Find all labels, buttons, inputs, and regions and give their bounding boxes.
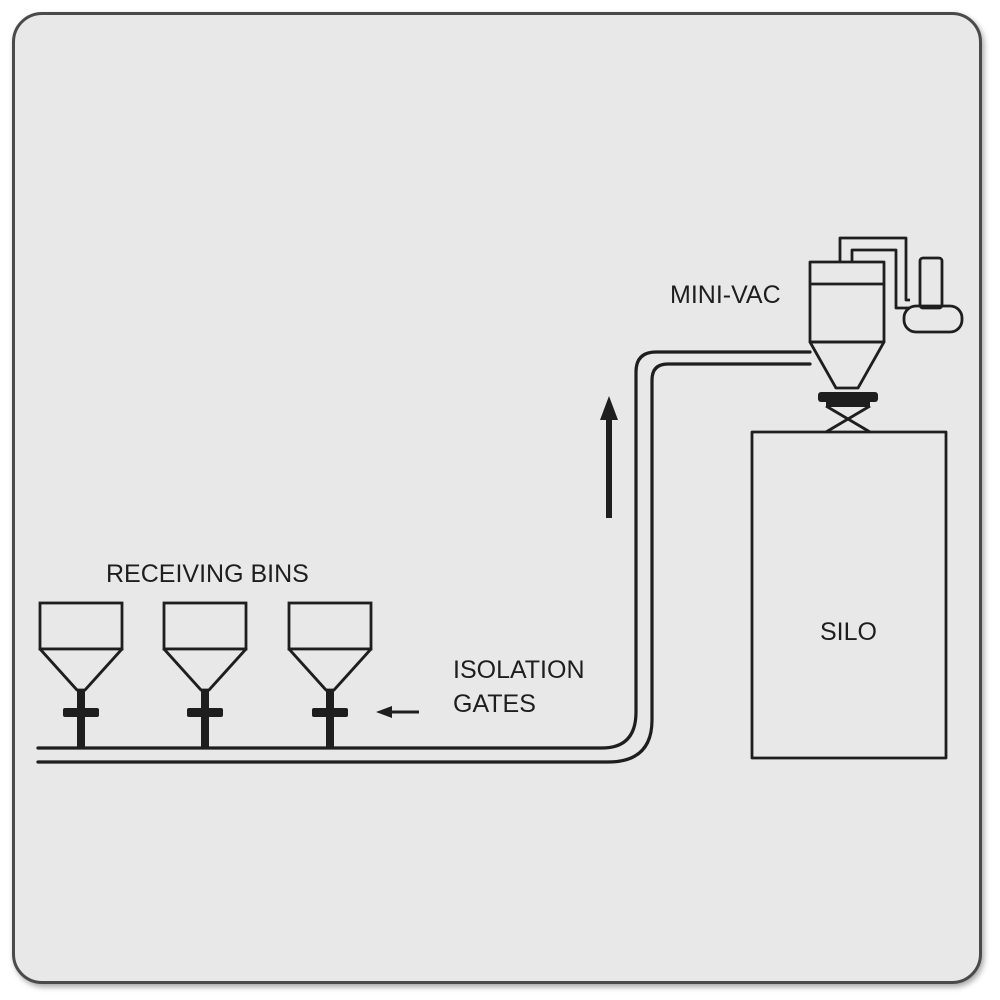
isolation-gate bbox=[187, 708, 223, 717]
receiving-bin-body bbox=[38, 601, 124, 651]
receiving-bin-body bbox=[162, 601, 248, 651]
pipe-outer-line bbox=[36, 362, 812, 764]
receiving-bin bbox=[287, 601, 373, 748]
receiving-bin-drop-tube bbox=[201, 690, 209, 748]
mini-vac bbox=[808, 236, 964, 434]
receiving-bin-cone bbox=[38, 647, 124, 692]
receiving-bin bbox=[162, 601, 248, 748]
mini-vac-cylinder bbox=[808, 260, 886, 344]
pipe-inner-line bbox=[36, 350, 812, 750]
receiving-bins-label: RECEIVING BINS bbox=[106, 560, 309, 588]
isolation-gates-pointer bbox=[376, 706, 419, 718]
receiving-bin-cone bbox=[162, 647, 248, 692]
mini-vac-discharge-valve bbox=[818, 392, 878, 402]
receiving-bin bbox=[38, 601, 124, 748]
silo-label: SILO bbox=[820, 618, 877, 646]
conveying-pipe bbox=[36, 350, 812, 764]
isolation-gates-label-line1: ISOLATION bbox=[453, 656, 585, 684]
receiving-bin-cone bbox=[287, 647, 373, 692]
silo-body bbox=[750, 430, 948, 760]
isolation-gate bbox=[312, 708, 348, 717]
vacuum-pump-motor bbox=[918, 256, 944, 310]
receiving-bin-drop-tube bbox=[326, 690, 334, 748]
diagram-frame bbox=[12, 12, 982, 984]
mini-vac-label: MINI-VAC bbox=[670, 281, 781, 309]
silo bbox=[750, 430, 948, 760]
receiving-bin-body bbox=[287, 601, 373, 651]
receiving-bin-drop-tube bbox=[77, 690, 85, 748]
mini-vac-cone bbox=[808, 340, 886, 390]
receiving-bins-group bbox=[38, 601, 373, 748]
flow-direction-arrow bbox=[600, 396, 618, 518]
isolation-gate bbox=[63, 708, 99, 717]
vacuum-pump-base bbox=[902, 304, 964, 334]
isolation-gates-label-line2: GATES bbox=[453, 690, 536, 718]
